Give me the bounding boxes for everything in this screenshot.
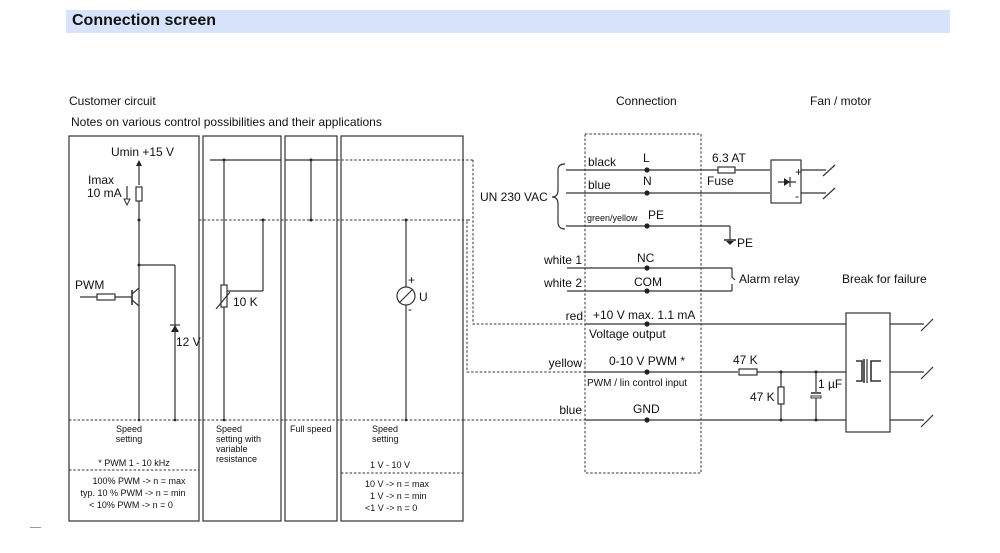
source-minus: -	[408, 302, 412, 316]
connection-terminal-block	[584, 133, 702, 474]
shunt-resistor-label: 47 K	[750, 390, 775, 404]
wire-yellow-dashed	[466, 219, 585, 373]
zener-diode-icon	[171, 325, 179, 332]
section-header: Connection screen	[66, 10, 950, 33]
rectifier-plus: +	[795, 165, 802, 179]
voltage-panel-subtitle: setting	[372, 434, 399, 444]
source-plus: +	[408, 273, 415, 287]
wire-white1-label: white 1	[543, 253, 582, 267]
ground-pe-label: PE	[737, 236, 753, 250]
break-for-failure-label: Break for failure	[842, 272, 927, 286]
supply-arrow-icon	[136, 160, 142, 166]
voltage-output-label: Voltage output	[589, 327, 666, 341]
full-speed-title: Full speed	[290, 424, 332, 434]
capacitor-label: 1 µF	[818, 377, 842, 391]
notes-heading: Notes on various control possibilities a…	[71, 115, 382, 129]
isolation-icon	[856, 360, 863, 382]
zener-label: 12 V	[176, 335, 201, 349]
pin-l-label: L	[643, 151, 650, 165]
customer-circuit-heading: Customer circuit	[69, 94, 156, 108]
panel-pwm-frame	[68, 135, 200, 522]
imax-value: 10 mA	[87, 186, 122, 200]
pin-nc-label: NC	[637, 251, 655, 265]
voltage-rule: <1 V -> n = 0	[365, 503, 417, 513]
voltage-range: 1 V - 10 V	[370, 460, 410, 470]
imax-label: Imax	[88, 173, 114, 187]
wire-green-yellow-label: green/yellow	[587, 213, 638, 223]
fuse-label: Fuse	[707, 174, 734, 188]
alarm-relay-contact-icon	[731, 268, 736, 281]
source-label: U	[419, 290, 428, 304]
wire-red-dashed	[472, 160, 585, 325]
connection-heading: Connection	[616, 94, 677, 108]
pwm-rule: 100% PWM -> n = max	[92, 476, 186, 486]
output-lead-break-icon	[920, 366, 934, 380]
output-lead-break-icon	[920, 318, 934, 332]
fuse-icon	[717, 166, 736, 174]
wire-yellow-label: yellow	[549, 356, 583, 370]
fan-motor-heading: Fan / motor	[810, 94, 871, 108]
pwm-panel-subtitle: setting	[116, 434, 143, 444]
alarm-relay-label: Alarm relay	[739, 272, 800, 286]
mains-voltage-label: UN 230 VAC	[480, 190, 548, 204]
motor-lead-break-icon	[822, 187, 836, 200]
optocoupler-block	[845, 312, 891, 433]
series-resistor-47k	[738, 368, 758, 376]
output-lead-break-icon	[920, 414, 934, 428]
control-input-label: PWM / lin control input	[587, 378, 687, 389]
wire-red-label: red	[566, 309, 583, 323]
fuse-rating: 6.3 AT	[712, 151, 746, 165]
pin-com-label: COM	[634, 275, 662, 289]
panel-potentiometer-frame	[202, 135, 282, 522]
panel-full-speed: Full speed	[281, 135, 338, 522]
pot-panel-title: variable	[216, 444, 248, 454]
pwm-input-label: PWM	[75, 278, 104, 292]
panel-voltage-frame	[340, 135, 464, 522]
pin-gnd-label: GND	[633, 402, 660, 416]
page-marker	[30, 527, 41, 528]
panel-voltage: + - U Speed setting 1 V - 10 V 10 V -> n…	[337, 135, 473, 522]
pot-panel-title: Speed	[216, 424, 242, 434]
wire-white2-label: white 2	[543, 276, 582, 290]
current-arrow-icon	[123, 198, 131, 207]
pwm-panel-title: Speed	[116, 424, 142, 434]
pin-pe-label: PE	[648, 208, 664, 222]
shunt-resistor-47k	[777, 386, 785, 405]
pot-panel-title: resistance	[216, 454, 257, 464]
page-title: Connection screen	[72, 12, 217, 29]
supply-label: Umin +15 V	[111, 145, 174, 159]
voltage-rule: 10 V -> n = max	[365, 479, 430, 489]
pwm-rule: typ. 10 % PWM -> n = min	[80, 488, 185, 498]
voltage-panel-title: Speed	[372, 424, 398, 434]
base-resistor	[96, 293, 116, 301]
pin-control-input: 0-10 V PWM *	[609, 354, 685, 368]
mains-brace	[551, 163, 566, 230]
panel-pwm: Umin +15 V Imax 10 mA PWM 12 V Speed set…	[68, 135, 201, 522]
pin-voltage-output: +10 V max. 1.1 mA	[593, 308, 695, 322]
rectifier-minus: -	[795, 189, 799, 203]
rectifier-diode-icon	[784, 178, 790, 186]
pin-n-label: N	[643, 174, 652, 188]
pwm-rule: < 10% PWM -> n = 0	[89, 500, 173, 510]
panel-potentiometer: 10 K Speed setting with variable resista…	[199, 135, 282, 522]
pot-panel-title: setting with	[216, 434, 261, 444]
current-limit-resistor	[135, 186, 143, 202]
series-resistor-label: 47 K	[733, 353, 758, 367]
potentiometer-label: 10 K	[233, 295, 258, 309]
voltage-rule: 1 V -> n = min	[370, 491, 427, 501]
wire-black-label: black	[588, 155, 617, 169]
pwm-frequency: * PWM 1 - 10 kHz	[98, 458, 170, 468]
wire-blue-label: blue	[588, 178, 611, 192]
wire-blue-gnd-label: blue	[559, 403, 582, 417]
motor-lead-break-icon	[822, 164, 836, 177]
